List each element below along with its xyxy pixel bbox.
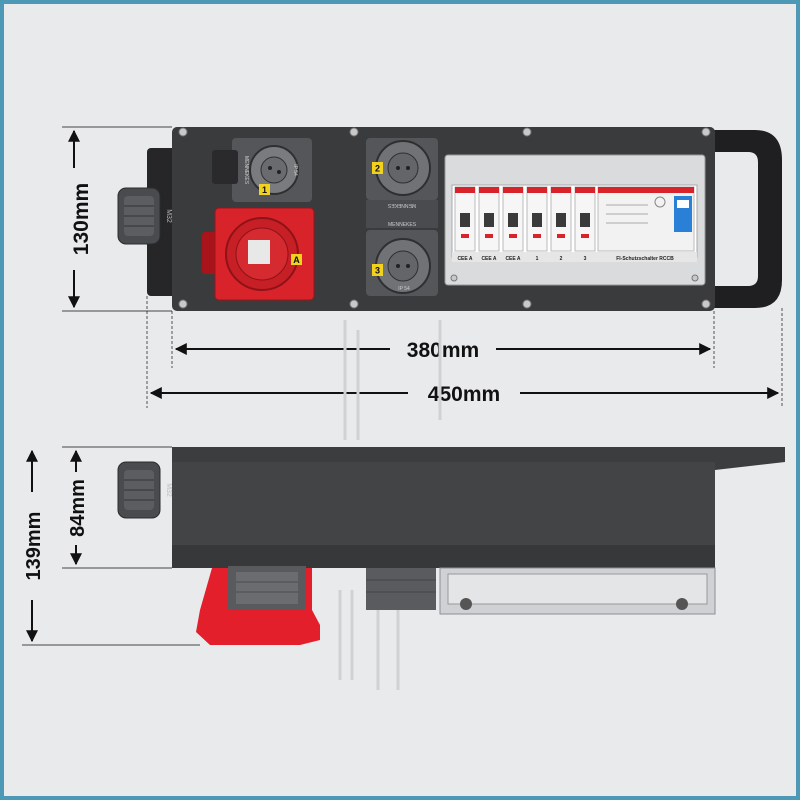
cable-ghosts [338,320,442,690]
gland-label: M32 [165,209,172,223]
circuit-breaker: CEE A [454,186,476,262]
left-mount-plate [147,148,177,296]
dimension-side-body: 84mm [62,446,172,569]
cee-socket-a: A [202,207,315,301]
socket-divider [366,200,438,228]
schuko-socket-2: 2 [366,138,438,200]
rccb-switch [597,186,695,252]
circuit-breaker: 2 [550,186,572,262]
dimension-inner-width: 380mm [171,311,715,368]
socket-1-brand: MENNEKES [243,156,249,185]
circuit-breaker: 3 [574,186,596,262]
socket-3-brand: MENNEKES [388,222,417,228]
socket-2-brand: MENNEKES [387,202,416,208]
dimension-total-width: 450mm [146,296,783,408]
dimension-side-total: 139mm [22,449,200,646]
breaker-panel: CEE A CEE A CEE A 1 2 3 FI-Schutzschalter RCC… [444,154,706,286]
rccb-label: FI-Schutzschalter RCCB [616,256,674,262]
carry-handle [700,130,782,308]
dimension-height-top: 130mm [62,126,172,312]
side-view: M32 [117,320,785,690]
housing-screws [178,127,711,309]
height-top-label: 130mm [70,183,93,255]
breaker-label: 2 [560,256,563,262]
total-width-label: 450mm [428,383,500,406]
breaker-label: CEE A [481,256,496,262]
distribution-board-diagram: M32 1 MENNEKES IP 54 [22,126,785,690]
breaker-label: 3 [584,256,587,262]
cee-socket-side [196,566,320,645]
breaker-label: CEE A [457,256,472,262]
circuit-breaker: 1 [526,186,548,262]
breaker-label: CEE A [505,256,520,262]
circuit-breaker: CEE A [478,186,500,262]
gland-label-side: M32 [165,483,172,497]
socket-3-ip: IP 54 [398,286,410,292]
breaker-window-side [439,567,716,615]
socket-3-number: 3 [375,266,380,276]
socket-a-letter: A [293,255,300,265]
inner-width-label: 380mm [407,339,479,362]
side-body-label: 84mm [67,479,89,537]
socket-1-number: 1 [262,185,267,195]
cable-gland-top: M32 [117,187,172,245]
schuko-socket-3: 3 IP 54 [366,230,438,296]
cable-gland-side: M32 [117,461,172,519]
schuko-socket-1: 1 MENNEKES IP 54 [212,138,312,202]
schuko-socket-side [366,568,436,610]
circuit-breaker: CEE A [502,186,524,262]
socket-1-ip: IP 54 [292,164,298,176]
top-view: M32 1 MENNEKES IP 54 [117,127,782,311]
socket-2-number: 2 [375,164,380,174]
side-total-label: 139mm [23,512,45,581]
breaker-label: 1 [536,256,539,262]
